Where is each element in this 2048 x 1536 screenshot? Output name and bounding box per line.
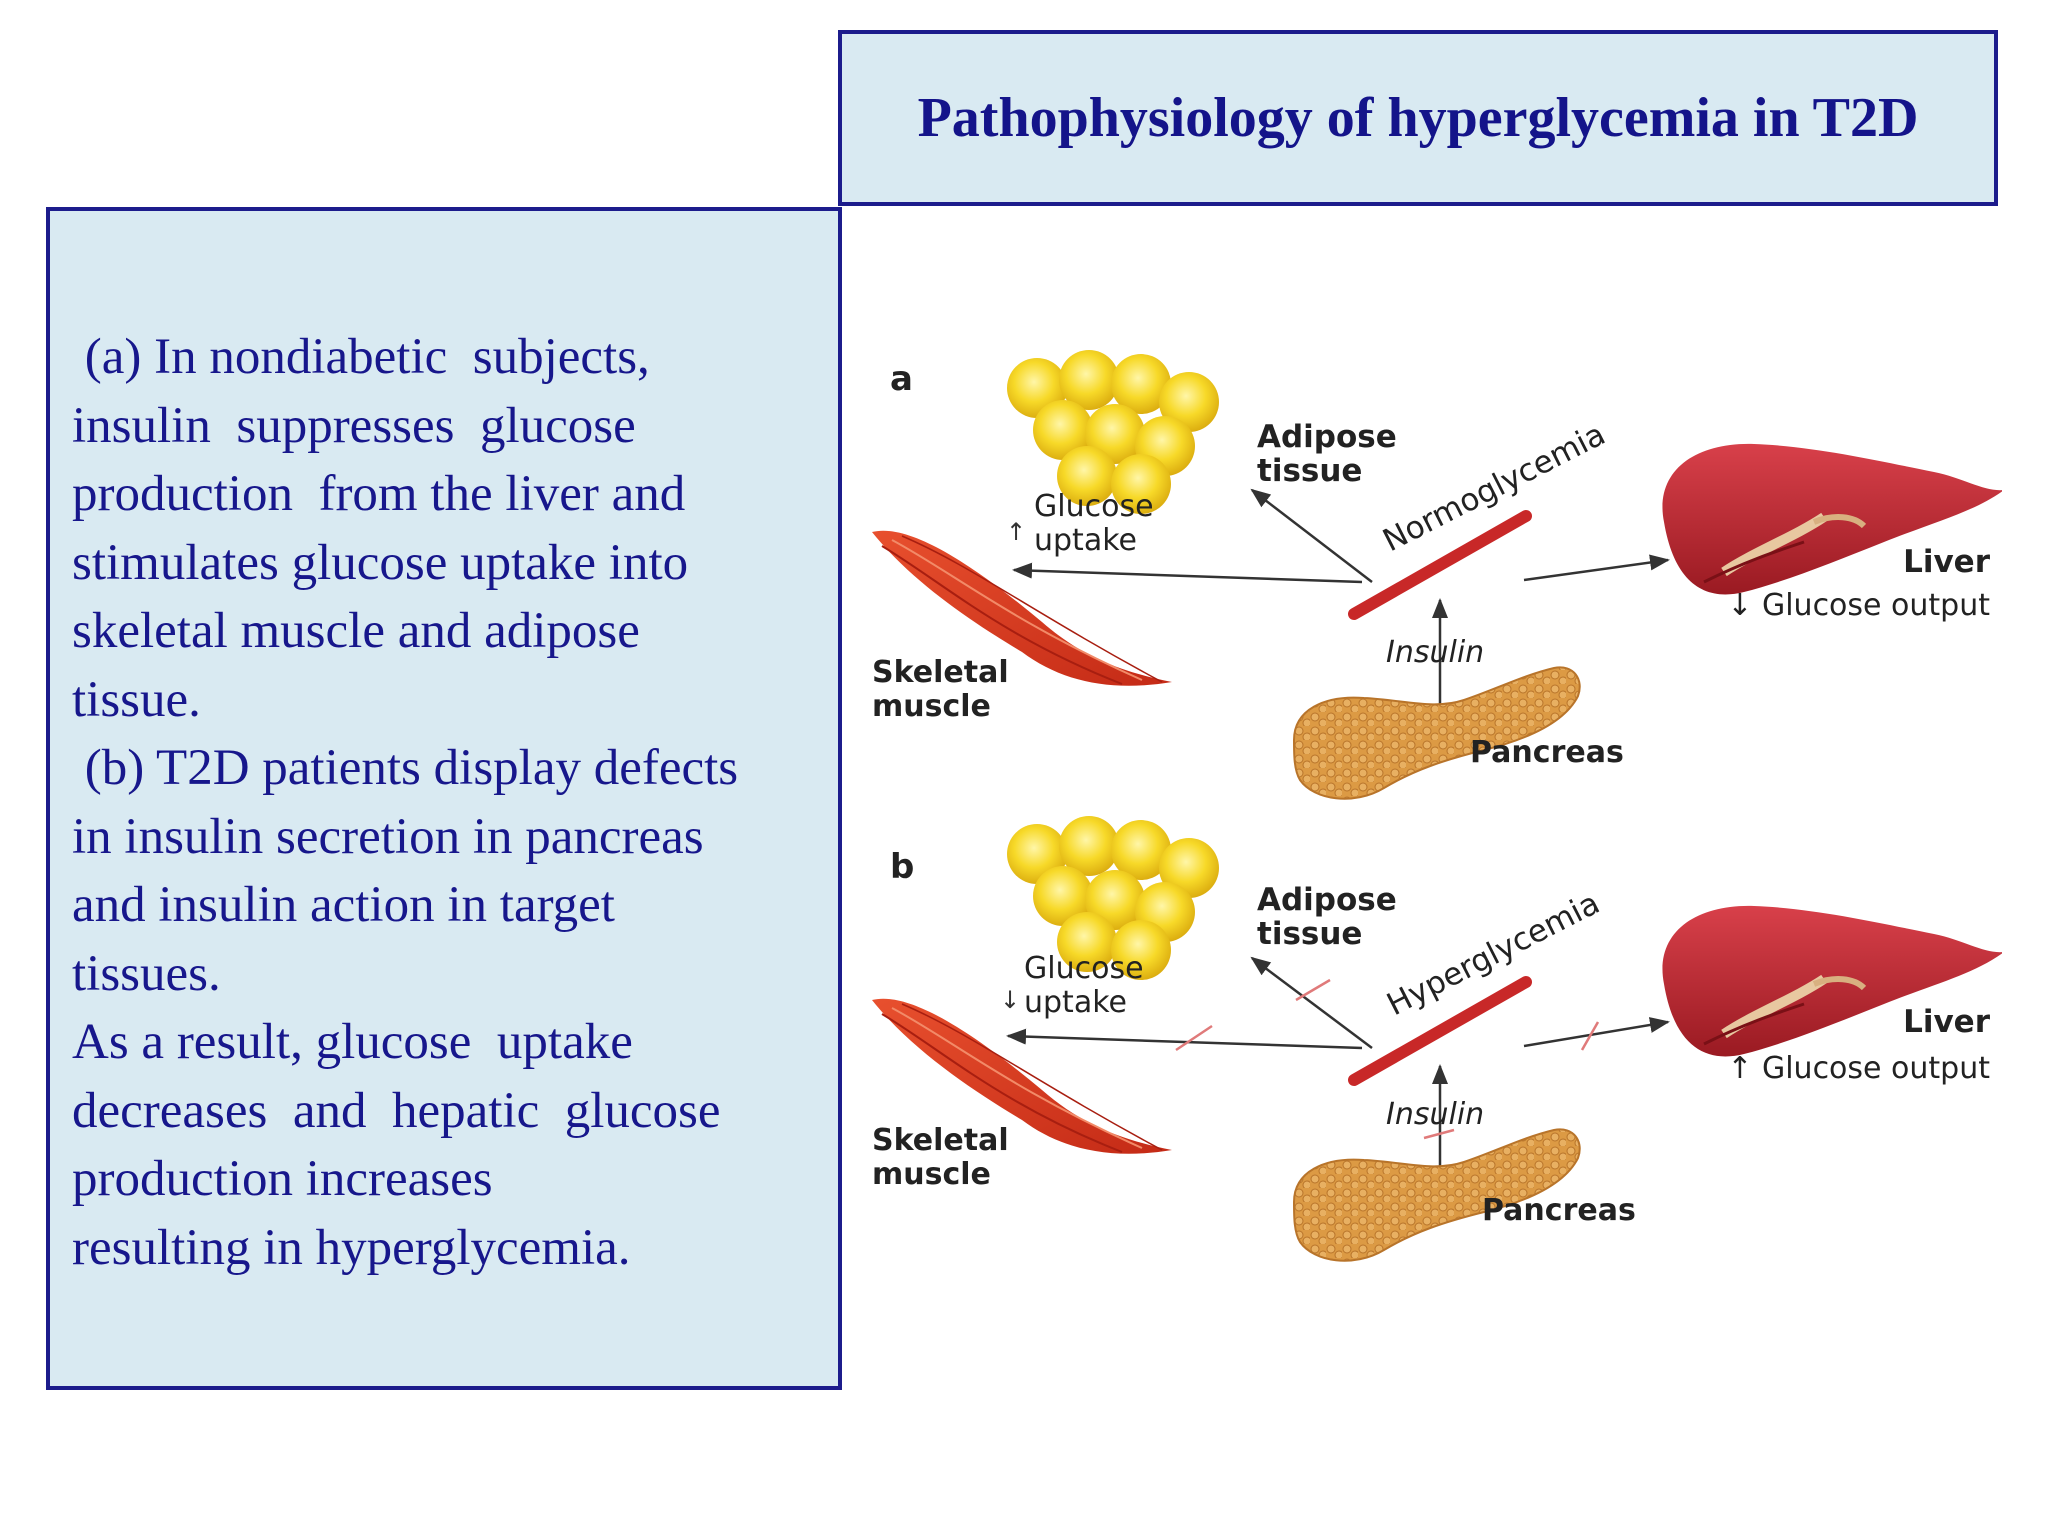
liver-label: Liver [1903,1004,1991,1040]
arrow-to-adipose [1250,488,1373,583]
inhibit-mark [1175,1024,1213,1052]
text-line: in insulin secretion in pancreas [72,808,704,865]
text-line: decreases and hepatic glucose [72,1082,721,1139]
title-box: Pathophysiology of hyperglycemia in T2D [838,30,1998,206]
panel-a: a Adipose tissue Glucose uptake ↑ Skelet… [871,350,2002,800]
text-line: tissue. [72,671,201,728]
text-line: stimulates glucose uptake into [72,534,689,591]
text-line: skeletal muscle and adipose [72,603,640,659]
panel-b: b Adipose tissue Glucose uptake ↓ Skelet… [871,816,2002,1262]
insulin-rod [1348,976,1532,1086]
text-line: resulting in hyperglycemia. [72,1219,631,1276]
glucose-uptake-label: Glucose uptake [1024,951,1153,1020]
slide-title: Pathophysiology of hyperglycemia in T2D [917,87,1919,149]
text-line: (b) T2D patients display defects [72,740,739,796]
glucose-output-label: ↑ Glucose output [1727,1051,1990,1086]
glucose-uptake-label: Glucose uptake [1034,489,1163,558]
muscle-label: Skeletal muscle [872,1123,1019,1192]
pathophysiology-diagram: a Adipose tissue Glucose uptake ↑ Skelet… [871,350,2002,1262]
arrow-to-liver [1523,1017,1670,1048]
panel-b-letter: b [890,847,914,887]
insulin-rod [1348,510,1532,620]
uptake-arrow-up-icon: ↑ [1006,518,1026,546]
adipose-label: Adipose tissue [1257,882,1408,952]
text-line: insulin suppresses glucose [72,397,636,454]
inhibit-mark [1423,1128,1455,1140]
insulin-label: Insulin [1386,635,1484,670]
pancreas-label: Pancreas [1470,735,1624,770]
text-line: production increases [72,1151,493,1207]
inhibit-mark [1580,1021,1600,1051]
arrow-to-adipose [1250,956,1373,1049]
uptake-arrow-down-icon: ↓ [1000,986,1020,1014]
explanation-box: (a) In nondiabetic subjects, insulin sup… [46,207,842,1390]
adipose-label: Adipose tissue [1257,419,1408,489]
panel-a-letter: a [890,359,913,399]
arrow-to-muscle [1012,562,1363,584]
text-line: production from the liver and [72,466,686,522]
pancreas-icon [1293,666,1581,800]
explanation-text: (a) In nondiabetic subjects, insulin sup… [72,323,842,1282]
pancreas-label: Pancreas [1482,1193,1636,1228]
text-line: tissues. [72,945,221,1002]
liver-label: Liver [1903,544,1991,580]
text-line: and insulin action in target [72,877,615,933]
text-line: As a result, glucose uptake [72,1014,633,1070]
text-line: (a) In nondiabetic subjects, [72,329,650,385]
arrow-to-muscle [1006,1028,1363,1050]
arrow-to-liver [1523,554,1670,582]
glucose-output-label: ↓ Glucose output [1727,588,1990,623]
insulin-label: Insulin [1386,1097,1484,1132]
inhibit-mark [1295,978,1331,1002]
muscle-label: Skeletal muscle [872,655,1019,724]
